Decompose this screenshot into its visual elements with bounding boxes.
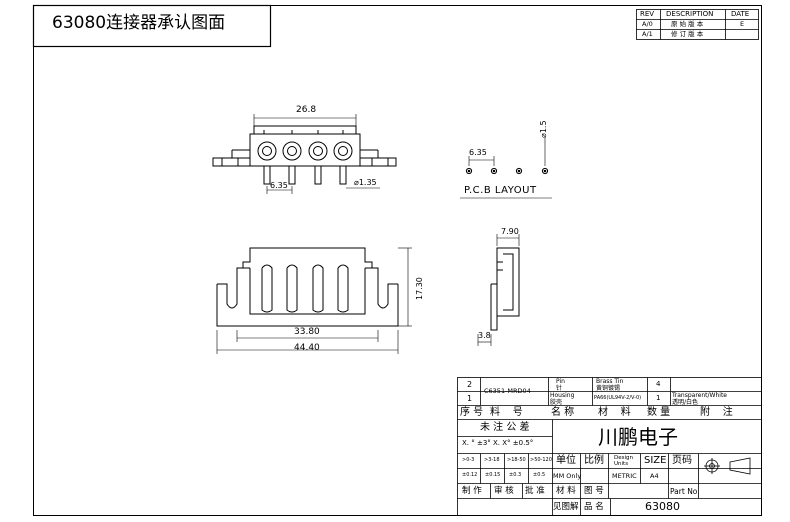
pcb-layout-label: P.C.B LAYOUT bbox=[464, 185, 537, 196]
dim-pcb-pitch: 6.35 bbox=[469, 148, 487, 157]
design-units-label: Design Units bbox=[614, 455, 633, 468]
title-block-grid bbox=[457, 377, 762, 516]
scale-label: 比例 bbox=[584, 455, 604, 466]
bom-row2-name: Housing 胶壳 bbox=[550, 392, 575, 406]
bom-row1-name: Pin 针 bbox=[556, 378, 565, 392]
rev-header-rev: REV bbox=[640, 10, 655, 18]
projection-symbol-icon bbox=[704, 457, 751, 475]
rev-row1-desc: 原 始 版 本 bbox=[671, 20, 704, 28]
approve-label: 批 准 bbox=[525, 486, 545, 496]
tol-range-4: >50-120 bbox=[530, 457, 552, 463]
bom-header-qty: 数 量 bbox=[647, 407, 671, 418]
tolerance-values: X. ° ±3° X. X° ±0.5° bbox=[462, 439, 534, 447]
title-box bbox=[32, 4, 272, 48]
pcb-layout-holes bbox=[465, 167, 549, 175]
front-view-dimensions bbox=[253, 114, 380, 194]
design-units-value: METRIC bbox=[612, 472, 637, 480]
rev-row2-rev: A/1 bbox=[642, 30, 653, 38]
bom-row2-material: PA66(UL94V-2/V-0) bbox=[594, 395, 642, 401]
tol-value-2: ±0.15 bbox=[485, 472, 501, 478]
bottom-view bbox=[216, 247, 399, 327]
product-name-label: 品 名 bbox=[584, 502, 604, 512]
dim-pin-offset: 3.8 bbox=[478, 331, 491, 340]
dim-inner-width: 33.80 bbox=[294, 327, 320, 337]
size-value: A4 bbox=[650, 472, 659, 480]
product-name: 63080 bbox=[645, 500, 680, 513]
tolerance-title: 未 注 公 差 bbox=[480, 422, 530, 433]
pcb-layout-dimensions bbox=[460, 138, 552, 199]
part-no-label: Part No bbox=[670, 487, 698, 496]
dim-total-width: 44.40 bbox=[294, 343, 320, 353]
sheet-border bbox=[33, 5, 762, 516]
rev-row2-desc: 修 订 版 本 bbox=[671, 30, 704, 38]
rev-header-description: DESCRIPTION bbox=[666, 10, 714, 18]
page-title: 63080连接器承认图面 bbox=[52, 13, 226, 33]
tol-value-4: ±0.5 bbox=[533, 472, 546, 478]
tol-value-1: ±0.12 bbox=[462, 472, 478, 478]
dim-pin-diameter: ⌀1.35 bbox=[354, 178, 377, 187]
bom-row1-material: Brass Tin 黄铜镀锡 bbox=[596, 378, 624, 392]
bom-row1-partno: C6351-MRD04 bbox=[484, 387, 531, 395]
dim-front-pitch: 6.35 bbox=[270, 181, 288, 190]
bom-header-material: 材 料 bbox=[598, 407, 631, 418]
size-label: SIZE bbox=[644, 455, 667, 466]
bom-row1-qty: 4 bbox=[656, 380, 661, 388]
rev-row1-date: E bbox=[740, 20, 745, 28]
revision-table bbox=[636, 9, 759, 40]
bom-header-no: 序 号 bbox=[460, 407, 484, 418]
unit-value: MM Only bbox=[553, 472, 582, 480]
bom-row2-note: Transparent/White 透明/白色 bbox=[672, 392, 727, 406]
bom-row1-no: 2 bbox=[467, 380, 473, 389]
dim-hole-diameter: ⌀1.5 bbox=[539, 120, 548, 138]
side-view-dimensions bbox=[477, 234, 520, 346]
tol-range-3: >18-50 bbox=[507, 457, 526, 463]
bom-row2-no: 1 bbox=[467, 394, 473, 403]
check-label: 审 核 bbox=[494, 486, 514, 496]
page-label: 页码 bbox=[672, 455, 692, 466]
front-view bbox=[212, 125, 397, 185]
rev-header-date: DATE bbox=[731, 10, 750, 18]
material-label: 材 料 bbox=[556, 486, 576, 496]
bottom-view-dimensions bbox=[216, 247, 412, 354]
bom-row2-qty: 1 bbox=[656, 394, 661, 402]
unit-label: 单位 bbox=[556, 455, 576, 466]
bom-header-partno: 料 号 bbox=[490, 407, 523, 418]
rev-row1-rev: A/0 bbox=[642, 20, 653, 28]
drawing-no-label: 图 号 bbox=[584, 486, 604, 496]
dim-overall-width: 26.8 bbox=[296, 105, 317, 115]
side-view bbox=[490, 247, 520, 331]
company-name: 川鹏电子 bbox=[598, 425, 678, 449]
bom-header-name: 名 称 bbox=[551, 407, 575, 418]
bom-header-note: 附 注 bbox=[700, 407, 733, 418]
tol-range-2: >3-18 bbox=[484, 457, 500, 463]
dim-side-width: 7.90 bbox=[501, 227, 519, 236]
tol-value-3: ±0.3 bbox=[509, 472, 522, 478]
made-label: 制 作 bbox=[462, 486, 482, 496]
dim-height: 17.30 bbox=[415, 277, 424, 300]
tol-range-1: >0-3 bbox=[462, 457, 475, 463]
see-label: 见图解 bbox=[553, 502, 579, 512]
